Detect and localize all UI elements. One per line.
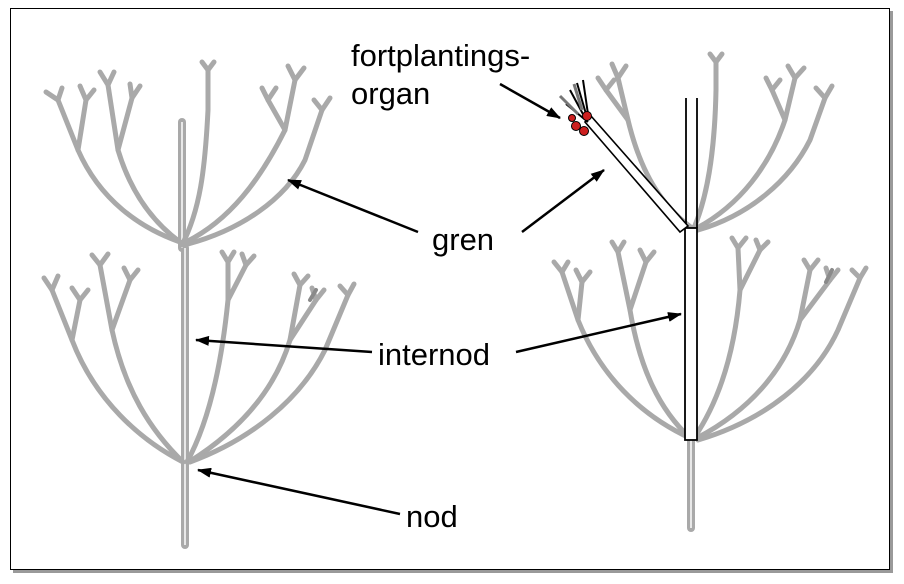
- left-lower-whorl: [44, 252, 354, 462]
- labels: fortplantings- organ gren internod nod: [351, 38, 530, 534]
- internode-outline: [685, 98, 697, 440]
- left-upper-whorl: [46, 62, 330, 245]
- label-reproductive-organ-line2: organ: [351, 76, 430, 111]
- arrow-node: [198, 470, 400, 514]
- right-plant: [554, 54, 866, 528]
- arrow-internode-right: [516, 314, 681, 352]
- label-node: nod: [406, 499, 458, 534]
- arrow-organ: [500, 84, 560, 118]
- label-reproductive-organ-line1: fortplantings-: [351, 38, 530, 73]
- arrow-branch-right: [522, 170, 604, 232]
- label-internode: internod: [378, 337, 490, 372]
- left-plant: [44, 62, 354, 545]
- label-branch: gren: [432, 222, 494, 257]
- arrow-branch-left: [288, 180, 418, 232]
- left-stem: [182, 122, 185, 545]
- right-lower-whorl: [554, 238, 866, 440]
- right-upper-whorl: [598, 54, 832, 230]
